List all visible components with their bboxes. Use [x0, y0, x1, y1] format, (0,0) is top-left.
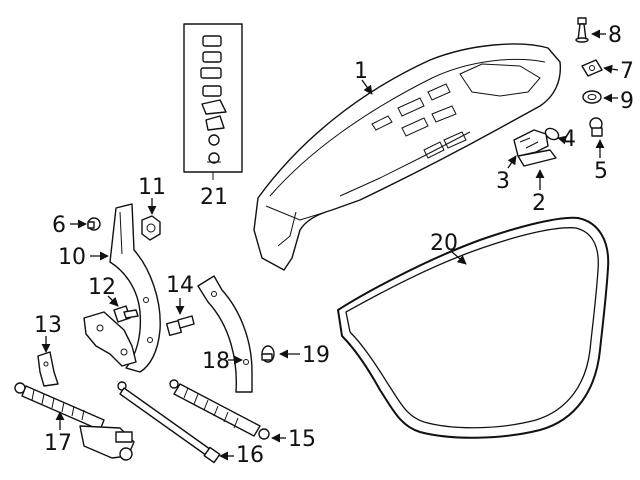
callout-11: 11: [138, 175, 166, 200]
gas-strut: [117, 381, 221, 464]
stopper: [589, 117, 603, 137]
callout-1: 1: [354, 59, 368, 84]
callout-21: 21: [200, 185, 228, 210]
kit-fasteners: [200, 35, 227, 164]
callout-10: 10: [58, 245, 86, 270]
strut-bracket: [37, 351, 59, 387]
hinge-bracket: [83, 311, 137, 367]
callout-9: 9: [620, 89, 634, 114]
callout-16: 16: [236, 443, 264, 468]
callout-5: 5: [594, 159, 608, 184]
callout-19: 19: [302, 343, 330, 368]
washer: [582, 90, 602, 104]
grommet: [87, 217, 101, 231]
trunk-lid: [253, 43, 562, 271]
callout-12: 12: [88, 275, 116, 300]
handle-trim: [517, 149, 557, 167]
plug: [261, 345, 275, 363]
callout-4: 4: [562, 127, 576, 152]
callout-20: 20: [430, 231, 458, 256]
weatherstrip: [337, 216, 610, 439]
power-strut: [14, 382, 135, 461]
callout-6: 6: [52, 213, 66, 238]
push-pin: [575, 17, 589, 43]
callout-18: 18: [202, 349, 230, 374]
callout-2: 2: [532, 191, 546, 216]
spring-strut: [169, 379, 270, 440]
hinge-arm: [197, 275, 253, 393]
callout-15: 15: [288, 427, 316, 452]
callout-13: 13: [34, 313, 62, 338]
callout-17: 17: [44, 431, 72, 456]
hinge: [109, 203, 161, 373]
latch-bracket: [513, 129, 549, 157]
clip-nut: [581, 59, 603, 77]
flange-nut: [141, 215, 161, 241]
callout-14: 14: [166, 273, 194, 298]
bolt: [165, 315, 195, 337]
callout-8: 8: [608, 23, 622, 48]
callout-7: 7: [620, 59, 634, 84]
callout-3: 3: [496, 169, 510, 194]
hardware-kit: [183, 23, 243, 173]
hinge-bolt: [113, 305, 139, 323]
